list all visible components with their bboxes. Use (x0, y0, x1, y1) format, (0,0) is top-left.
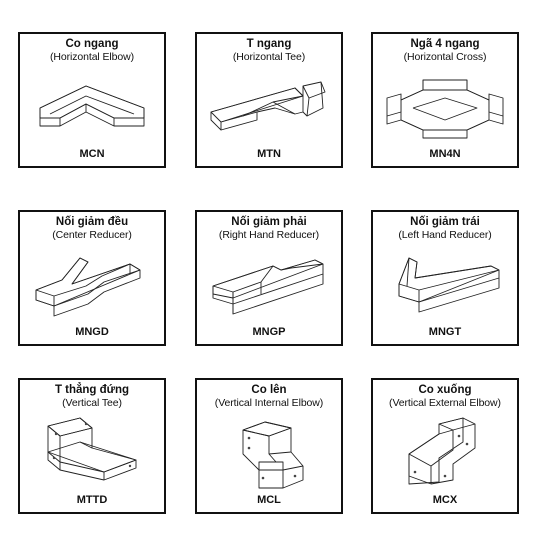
product-title: Co xuống (418, 384, 472, 396)
product-subtitle: (Center Reducer) (52, 229, 132, 241)
product-card-center-reducer: Nối giảm đều (Center Reducer) MNGD (18, 210, 166, 346)
product-subtitle: (Vertical External Elbow) (389, 397, 501, 409)
product-code: MNGT (428, 326, 462, 338)
product-title: T thẳng đứng (54, 384, 130, 396)
product-card-horizontal-elbow: Co ngang (Horizontal Elbow) MCN (18, 32, 166, 168)
product-subtitle: (Vertical Tee) (62, 397, 122, 409)
vertical-tee-drawing (26, 414, 158, 492)
product-title: Co lên (251, 384, 287, 396)
product-title: Nối giảm trái (410, 216, 480, 228)
product-subtitle: (Horizontal Elbow) (50, 51, 134, 63)
left-hand-reducer-drawing (379, 246, 511, 324)
product-card-vertical-internal-elbow: Co lên (Vertical Internal Elbow) MCL (195, 378, 343, 514)
product-code: MCL (257, 494, 281, 506)
product-subtitle: (Vertical Internal Elbow) (214, 397, 324, 409)
product-code: MNGD (75, 326, 109, 338)
horizontal-elbow-drawing (26, 68, 158, 146)
product-code: MCN (79, 148, 105, 160)
vertical-external-elbow-drawing (379, 414, 511, 492)
product-card-left-hand-reducer: Nối giảm trái (Left Hand Reducer) MNGT (371, 210, 519, 346)
product-code: MTN (257, 148, 281, 160)
product-code: MTTD (76, 494, 108, 506)
product-subtitle: (Right Hand Reducer) (218, 229, 320, 241)
product-code: MNGP (252, 326, 286, 338)
product-subtitle: (Horizontal Tee) (232, 51, 306, 63)
product-title: T ngang (246, 38, 292, 50)
product-title: Nối giảm phải (231, 216, 307, 228)
product-title: Ngã 4 ngang (410, 38, 480, 50)
product-code: MCX (432, 494, 458, 506)
horizontal-cross-drawing (379, 68, 511, 146)
center-reducer-drawing (26, 246, 158, 324)
product-subtitle: (Horizontal Cross) (403, 51, 487, 63)
product-card-horizontal-tee: T ngang (Horizontal Tee) MTN (195, 32, 343, 168)
product-title: Nối giảm đều (55, 216, 129, 228)
product-card-right-hand-reducer: Nối giảm phải (Right Hand Reducer) MNGP (195, 210, 343, 346)
vertical-internal-elbow-drawing (203, 414, 335, 492)
product-subtitle: (Left Hand Reducer) (398, 229, 492, 241)
right-hand-reducer-drawing (203, 246, 335, 324)
horizontal-tee-drawing (203, 68, 335, 146)
product-card-horizontal-cross: Ngã 4 ngang (Horizontal Cross) MN4N (371, 32, 519, 168)
product-card-vertical-tee: T thẳng đứng (Vertical Tee) MTTD (18, 378, 166, 514)
product-card-vertical-external-elbow: Co xuống (Vertical External Elbow) MCX (371, 378, 519, 514)
product-code: MN4N (429, 148, 461, 160)
product-title: Co ngang (65, 38, 119, 50)
